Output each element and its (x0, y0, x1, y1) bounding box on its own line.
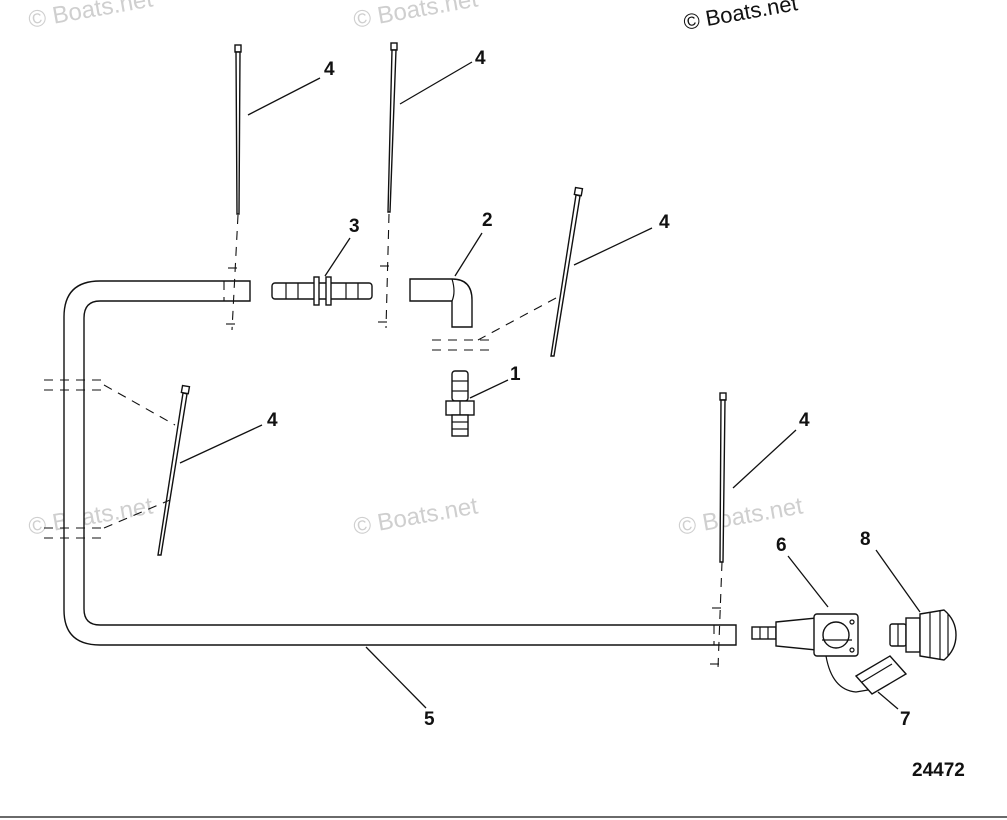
connector-part-8 (889, 609, 957, 661)
leader-lines (179, 61, 921, 710)
watermark: © Boats.net (26, 492, 155, 540)
cable-tie-part-4e (719, 392, 727, 563)
callout-7: 7 (900, 709, 911, 730)
callout-6: 6 (776, 535, 787, 556)
cap-part-7 (854, 655, 908, 695)
callout-8: 8 (860, 529, 871, 550)
figure-number: 24472 (912, 760, 965, 781)
callout-4: 4 (267, 410, 278, 431)
watermark: © Boats.net (351, 0, 480, 34)
callout-1: 1 (510, 364, 521, 385)
cable-tie-part-4c (550, 186, 584, 357)
callout-5: 5 (424, 709, 435, 730)
cable-tie-part-4d (157, 384, 191, 556)
callout-4: 4 (475, 48, 486, 69)
cable-tie-part-4b (387, 42, 398, 213)
assembly-lines (44, 213, 726, 669)
callout-4: 4 (799, 410, 810, 431)
copyright-text: © Boats.net (682, 0, 800, 35)
quick-connector-part-6 (751, 613, 869, 693)
callout-3: 3 (349, 216, 360, 237)
callout-2: 2 (482, 210, 493, 231)
barb-fitting-part-1 (445, 370, 475, 437)
hose-part-5 (63, 280, 737, 646)
cable-tie-part-4a (234, 44, 242, 215)
watermark: © Boats.net (26, 0, 155, 34)
connector-part-3 (271, 276, 373, 306)
callout-4: 4 (324, 59, 335, 80)
elbow-part-2 (409, 278, 473, 328)
watermark: © Boats.net (676, 492, 805, 540)
callout-4: 4 (659, 212, 670, 233)
watermark: © Boats.net (351, 492, 480, 540)
